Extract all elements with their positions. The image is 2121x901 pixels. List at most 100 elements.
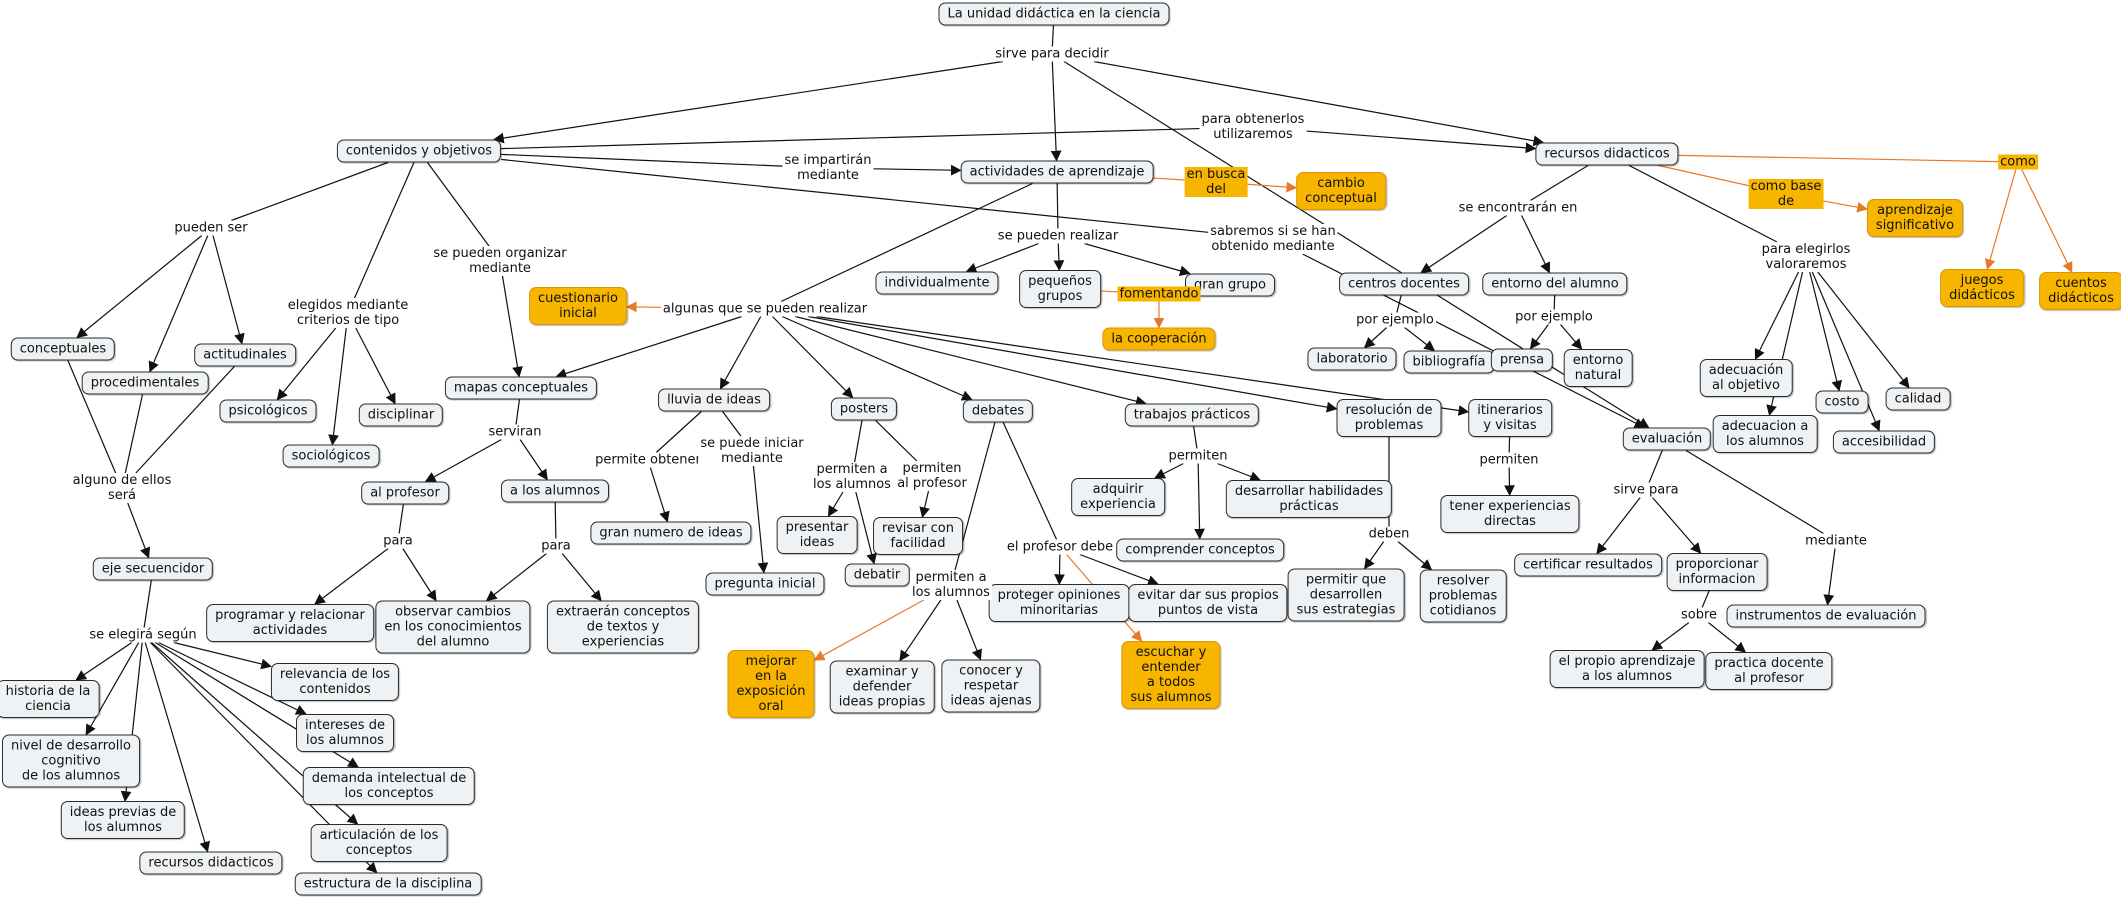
concept-programar-actividades[interactable]: programar y relacionar actividades <box>206 604 374 642</box>
concept-estructura-disciplina[interactable]: estructura de la disciplina <box>294 872 482 896</box>
concept-escuchar-entender[interactable]: escuchar y entender a todos sus alumnos <box>1121 641 1221 709</box>
concept-relevancia[interactable]: relevancia de los contenidos <box>270 663 400 701</box>
concept-recursos-didacticos-2[interactable]: recursos didacticos <box>139 851 283 875</box>
concept-laboratorio[interactable]: laboratorio <box>1307 347 1397 371</box>
link-por_ejemplo_1-bibliografia <box>1404 327 1436 352</box>
concept-lluvia-de-ideas[interactable]: lluvia de ideas <box>658 388 770 412</box>
concept-prensa[interactable]: prensa <box>1490 348 1554 372</box>
concept-eje-secuenciador[interactable]: eje secuencidor <box>92 557 214 581</box>
link-label-permiten-alumnos-posters: permiten a los alumnos <box>811 462 893 492</box>
concept-conceptuales[interactable]: conceptuales <box>10 337 116 361</box>
concept-entorno-alumno[interactable]: entorno del alumno <box>1482 272 1628 296</box>
concept-trabajos-practicos[interactable]: trabajos prácticos <box>1124 403 1260 427</box>
concept-actividades-aprendizaje[interactable]: actividades de aprendizaje <box>960 160 1154 184</box>
concept-instrumentos-evaluacion[interactable]: instrumentos de evaluación <box>1726 604 1926 628</box>
concept-proteger-opiniones[interactable]: proteger opiniones minoritarias <box>988 584 1130 622</box>
concept-comprender-conceptos[interactable]: comprender conceptos <box>1116 538 1284 562</box>
concept-cambio-conceptual[interactable]: cambio conceptual <box>1296 172 1386 210</box>
concept-conocer-respetar[interactable]: conocer y respetar ideas ajenas <box>941 659 1041 713</box>
concept-a-los-alumnos[interactable]: a los alumnos <box>500 479 610 503</box>
concept-unidad-didactica[interactable]: La unidad didáctica en la ciencia <box>938 2 1170 26</box>
concept-adquirir-experiencia[interactable]: adquirir experiencia <box>1071 478 1165 516</box>
concept-debatir[interactable]: debatir <box>844 563 910 587</box>
concept-psicologicos[interactable]: psicológicos <box>219 399 317 423</box>
concept-demanda-intelectual[interactable]: demanda intelectual de los conceptos <box>302 767 476 805</box>
concept-accesibilidad[interactable]: accesibilidad <box>1832 430 1936 454</box>
concept-centros-docentes[interactable]: centros docentes <box>1339 272 1469 296</box>
link-como-juegos <box>1984 169 2017 271</box>
concept-ideas-previas[interactable]: ideas previas de los alumnos <box>60 801 186 839</box>
concept-examinar-defender[interactable]: examinar y defender ideas propias <box>829 660 935 714</box>
link-algunas-resolucion <box>807 315 1338 413</box>
concept-juegos-didacticos[interactable]: juegos didácticos <box>1940 269 2024 307</box>
concept-revisar-facilidad[interactable]: revisar con facilidad <box>873 517 963 555</box>
link-sirve_para-proporcionar <box>1652 497 1702 554</box>
concept-la-cooperacion[interactable]: la cooperación <box>1102 327 1216 351</box>
concept-historia-ciencia[interactable]: historia de la ciencia <box>0 680 100 718</box>
concept-itinerarios-visitas[interactable]: itinerarios y visitas <box>1468 399 1552 437</box>
concept-aprendizaje-significativo[interactable]: aprendizaje significativo <box>1866 199 1964 237</box>
concept-sociologicos[interactable]: sociológicos <box>282 444 380 468</box>
concept-articulacion[interactable]: articulación de los conceptos <box>310 824 448 862</box>
concept-adecuacion-alumnos[interactable]: adecuacion a los alumnos <box>1712 415 1818 453</box>
link-por_ejemplo_2-entorno_natural <box>1560 324 1583 350</box>
link-label-pueden-ser: pueden ser <box>172 220 250 236</box>
concept-extraeran-conceptos[interactable]: extraerán conceptos de textos y experien… <box>546 600 700 654</box>
concept-resolver-problemas[interactable]: resolver problemas cotidianos <box>1419 569 1507 623</box>
link-label-permiten-itinerarios: permiten <box>1477 452 1541 468</box>
link-label-algunas-que-se-pueden-realizar: algunas que se pueden realizar <box>660 301 870 317</box>
concept-posters[interactable]: posters <box>830 397 898 421</box>
concept-mejorar-exposicion[interactable]: mejorar en la exposición oral <box>727 650 815 718</box>
concept-mapas-conceptuales[interactable]: mapas conceptuales <box>444 376 598 400</box>
link-pueden_ser-actitudinales <box>212 235 245 345</box>
concept-procedimentales[interactable]: procedimentales <box>81 371 209 395</box>
concept-individualmente[interactable]: individualmente <box>875 271 999 295</box>
concept-calidad[interactable]: calidad <box>1885 387 1951 411</box>
link-label-sirve-para: sirve para <box>1611 482 1681 498</box>
concept-certificar-resultados[interactable]: certificar resultados <box>1514 553 1662 577</box>
concept-bibliografia[interactable]: bibliografía <box>1403 350 1495 374</box>
concept-propio-aprendizaje[interactable]: el propio aprendizaje a los alumnos <box>1549 650 1705 688</box>
link-para_elegirlos-calidad <box>1817 271 1910 389</box>
concept-presentar-ideas[interactable]: presentar ideas <box>776 516 858 554</box>
link-contenidos-elegidos <box>354 162 415 299</box>
concept-al-profesor[interactable]: al profesor <box>361 481 449 505</box>
link-debates-el_profesor_debe <box>1002 422 1058 540</box>
link-label-como: como <box>1998 154 2038 170</box>
concept-tener-experiencias[interactable]: tener experiencias directas <box>1440 495 1580 533</box>
link-se_elegira-intereses <box>158 641 307 715</box>
concept-disciplinar[interactable]: disciplinar <box>358 403 444 427</box>
concept-permitir-estrategias[interactable]: permitir que desarrollen sus estrategias <box>1287 568 1405 622</box>
link-label-por-ejemplo-entorno: por ejemplo <box>1513 309 1595 325</box>
concept-resolucion-problemas[interactable]: resolución de problemas <box>1336 399 1442 437</box>
link-se_elegira-relevancia <box>173 641 272 670</box>
concept-pregunta-inicial[interactable]: pregunta inicial <box>705 572 825 596</box>
concept-practica-docente[interactable]: practica docente al profesor <box>1705 652 1833 690</box>
concept-evitar-puntos-vista[interactable]: evitar dar sus propios puntos de vista <box>1128 584 1288 622</box>
concept-entorno-natural[interactable]: entorno natural <box>1563 349 1633 387</box>
concept-cuestionario-inicial[interactable]: cuestionario inicial <box>529 287 627 325</box>
concept-intereses[interactable]: intereses de los alumnos <box>296 714 394 752</box>
link-se_pueden_realizar-gran_grupo <box>1084 242 1191 277</box>
link-se_pueden_organizar-mapas <box>501 275 523 378</box>
concept-debates[interactable]: debates <box>962 399 1034 423</box>
concept-gran-grupo[interactable]: gran grupo <box>1185 273 1275 297</box>
concept-cuentos-didacticos[interactable]: cuentos didácticos <box>2039 272 2121 310</box>
link-contenidos-sabremos <box>501 158 1209 233</box>
concept-costo[interactable]: costo <box>1815 390 1869 414</box>
link-label-se-encontraran: se encontrarán en <box>1456 200 1580 216</box>
concept-desarrollar-habilidades[interactable]: desarrollar habilidades prácticas <box>1225 480 1393 518</box>
link-label-permite-obtener: permite obtener <box>593 452 703 468</box>
concept-actitudinales[interactable]: actitudinales <box>194 343 296 367</box>
link-contenidos-para_obtenerlos <box>501 127 1200 150</box>
concept-contenidos-objetivos[interactable]: contenidos y objetivos <box>336 139 502 163</box>
concept-gran-numero-ideas[interactable]: gran numero de ideas <box>590 521 752 545</box>
link-label-para-elegirlos: para elegirlos valoraremos <box>1759 242 1853 272</box>
concept-recursos-didacticos[interactable]: recursos didacticos <box>1535 142 1679 166</box>
concept-proporcionar-informacion[interactable]: proporcionar informacion <box>1666 553 1768 591</box>
concept-adecuacion-objetivo[interactable]: adecuación al objetivo <box>1699 359 1793 397</box>
concept-nivel-desarrollo[interactable]: nivel de desarrollo cognitivo de los alu… <box>2 734 140 788</box>
concept-observar-cambios[interactable]: observar cambios en los conocimientos de… <box>375 600 531 654</box>
concept-evaluacion[interactable]: evaluación <box>1622 427 1712 451</box>
concept-pequenos-grupos[interactable]: pequeños grupos <box>1019 270 1101 308</box>
